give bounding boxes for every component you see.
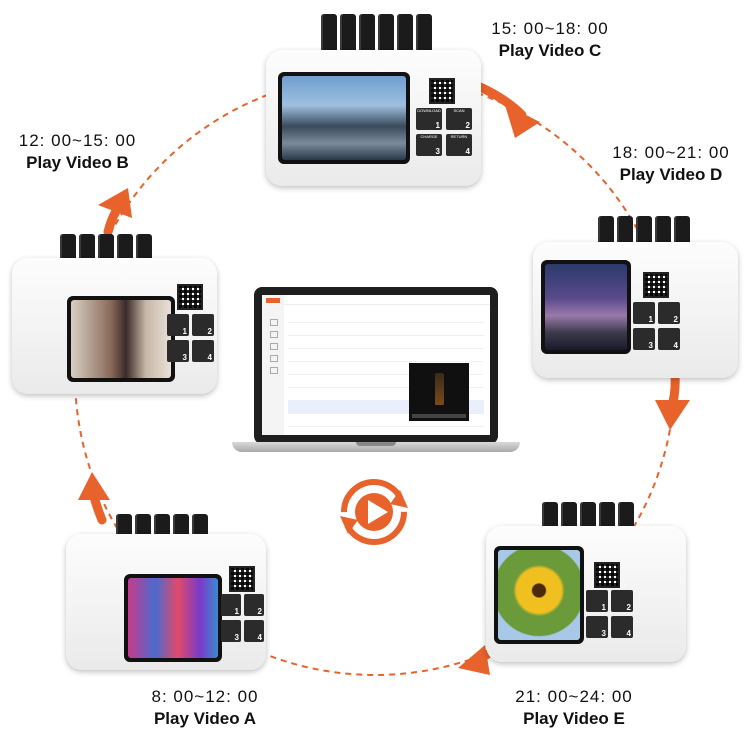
charge-button: 3 [221,620,241,642]
return-button: 4 [658,328,680,350]
menu-icon [270,331,278,338]
time-video-d: 18: 00~21: 00 [612,143,730,162]
video-controls [412,414,466,418]
laptop-screen [254,287,498,444]
action-video-e: Play Video E [523,709,625,728]
kiosk-screen-b [67,296,175,382]
menu-icon [270,367,278,374]
label-video-e: 21: 00~24: 00 Play Video E [494,686,654,730]
kiosk-screen-e [494,546,584,644]
arrow-b-to-c [98,188,132,237]
laptop-base [232,442,520,452]
qr-code-icon [229,566,255,592]
download-button: 1 [586,590,608,612]
arrow-c-to-d [473,81,540,138]
qr-code-icon [643,272,669,298]
kiosk-screen-d [541,260,631,354]
download-button: 1 [167,314,189,336]
scan-button: 2 [192,314,214,336]
cms-logo-icon [266,298,280,303]
qr-code-icon [594,562,620,588]
qr-code-icon [177,284,203,310]
scan-button: 2 [244,594,264,616]
download-button: 1 [633,302,655,324]
table-row [288,309,484,323]
table-row [288,322,484,336]
cms-header [284,295,490,305]
action-video-b: Play Video B [26,153,129,172]
qr-code-icon [429,78,455,104]
label-video-c: 15: 00~18: 00 Play Video C [470,18,630,62]
time-video-b: 12: 00~15: 00 [18,131,137,150]
time-video-a: 8: 00~12: 00 [151,687,259,706]
label-video-a: 8: 00~12: 00 Play Video A [125,686,285,730]
return-button: 4 [244,620,264,642]
arrow-a-to-b [78,472,110,525]
table-row [288,374,484,388]
label-video-d: 18: 00~21: 00 Play Video D [592,142,750,186]
table-row [288,413,484,427]
menu-icon [270,319,278,326]
kiosk-screen-a [124,574,222,662]
scan-button: 2 [611,590,633,612]
arrow-d-to-e [655,370,690,430]
action-video-c: Play Video C [498,41,602,60]
table-row [288,335,484,349]
laptop [232,287,520,459]
menu-icon [270,343,278,350]
scan-button: 2 [658,302,680,324]
charge-button: 3 [167,340,189,362]
table-row [288,348,484,362]
time-video-e: 21: 00~24: 00 [515,687,633,706]
video-preview [409,363,469,421]
charge-button: 3 [586,616,608,638]
action-video-a: Play Video A [153,709,257,728]
table-row [288,361,484,375]
cycle-play-icon [340,479,408,545]
cms-admin-display [262,295,490,435]
cms-sidebar [262,295,284,435]
kiosk-video-a: 1 2 3 4 [66,514,266,670]
kiosk-video-b: 1 2 3 4 [12,234,217,394]
download-button: 1 [221,594,241,616]
kiosk-screen-c [278,72,410,164]
label-video-b: 12: 00~15: 00 Play Video B [0,130,155,174]
bottle-image [435,373,444,405]
return-button: 4 [611,616,633,638]
time-video-c: 15: 00~18: 00 [491,19,609,38]
kiosk-video-d: 1 2 3 4 [533,216,738,378]
return-button: 4 [192,340,214,362]
charge-button: 3 [633,328,655,350]
laptop-notch [356,442,396,446]
action-video-d: Play Video D [619,165,723,184]
menu-icon [270,355,278,362]
kiosk-video-e: 1 2 3 4 [486,502,686,662]
